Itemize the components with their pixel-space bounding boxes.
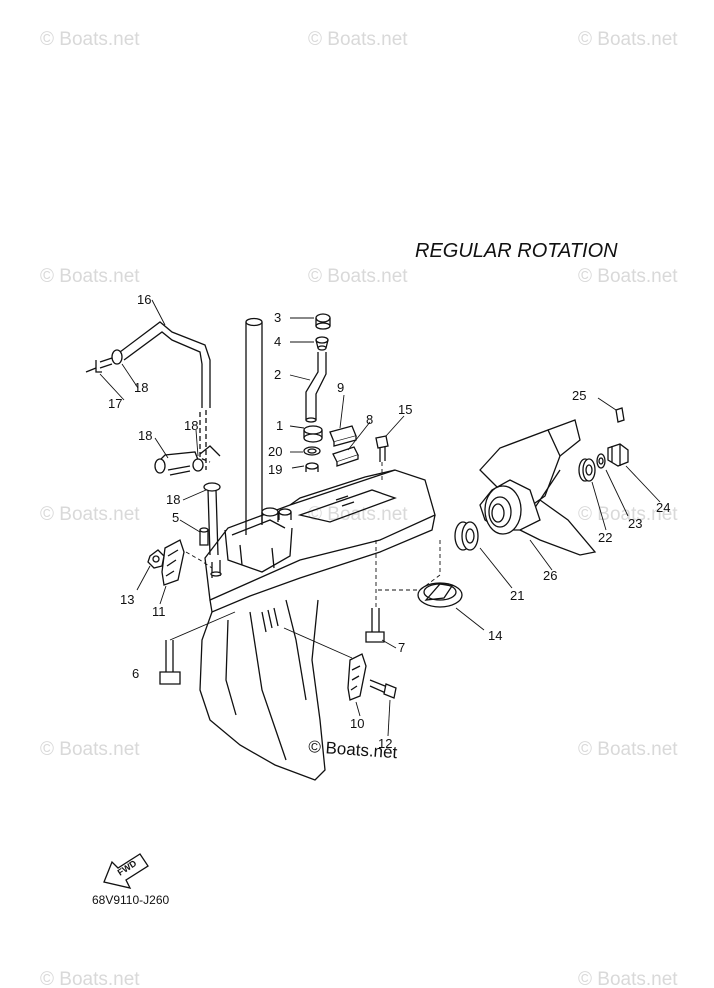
bolt-7	[365, 540, 385, 643]
callout-7: 7	[398, 640, 405, 655]
callout-1: 1	[276, 418, 283, 433]
watermark-layer: © Boats.net © Boats.net © Boats.net © Bo…	[40, 29, 678, 988]
callout-20: 20	[268, 444, 282, 459]
thrust-washer	[378, 540, 463, 608]
anode-left	[147, 539, 213, 586]
watermark: © Boats.net	[308, 266, 408, 287]
callout-18: 18	[184, 418, 198, 433]
watermark: © Boats.net	[578, 266, 678, 287]
spacer	[454, 521, 479, 551]
callout-21: 21	[510, 588, 524, 603]
watermark: © Boats.net	[578, 739, 678, 760]
callout-22: 22	[598, 530, 612, 545]
watermark: © Boats.net	[40, 739, 140, 760]
callout-19: 19	[268, 462, 282, 477]
hose-clamps	[154, 445, 221, 556]
dowel-pins	[199, 527, 222, 578]
callout-17: 17	[108, 396, 122, 411]
callout-10: 10	[350, 716, 364, 731]
leader-lines	[99, 299, 661, 737]
callout-23: 23	[628, 516, 642, 531]
watermark: © Boats.net	[308, 29, 408, 50]
callout-15: 15	[398, 402, 412, 417]
callout-labels: 3 4 2 9 15 8 1 20 19 16 18 17 18 18 18 5…	[108, 292, 670, 751]
drive-shaft	[245, 317, 263, 535]
bolt-6	[159, 611, 236, 685]
callout-3: 3	[274, 310, 281, 325]
callout-18: 18	[166, 492, 180, 507]
callout-8: 8	[366, 412, 373, 427]
callout-26: 26	[543, 568, 557, 583]
callout-9: 9	[337, 380, 344, 395]
callout-5: 5	[172, 510, 179, 525]
callout-25: 25	[572, 388, 586, 403]
callout-4: 4	[274, 334, 281, 349]
callout-13: 13	[120, 592, 134, 607]
watermark: © Boats.net	[40, 266, 140, 287]
callout-18: 18	[134, 380, 148, 395]
water-tube	[85, 321, 211, 470]
drawing-code: 68V9110-J260	[92, 893, 170, 907]
propeller	[479, 419, 597, 556]
rubber-seals	[329, 425, 359, 467]
bolt-15	[375, 435, 389, 480]
shaft-components	[303, 313, 331, 472]
callout-18: 18	[138, 428, 152, 443]
callout-2: 2	[274, 367, 281, 382]
anode-right	[283, 627, 397, 701]
watermark: © Boats.net	[308, 504, 408, 525]
callout-14: 14	[488, 628, 502, 643]
callout-11: 11	[152, 604, 166, 619]
watermark: © Boats.net	[40, 504, 140, 525]
callout-6: 6	[132, 666, 139, 681]
diagram-title: REGULAR ROTATION	[415, 240, 618, 262]
lower-casing	[199, 469, 436, 781]
callout-16: 16	[137, 292, 151, 307]
callout-12: 12	[378, 736, 392, 751]
fwd-arrow-icon: FWD	[103, 853, 149, 889]
prop-hardware	[578, 397, 629, 482]
callout-24: 24	[656, 500, 670, 515]
watermark: © Boats.net	[578, 29, 678, 50]
watermark: © Boats.net	[40, 969, 140, 988]
watermark: © Boats.net	[40, 29, 140, 50]
watermark: © Boats.net	[578, 969, 678, 988]
